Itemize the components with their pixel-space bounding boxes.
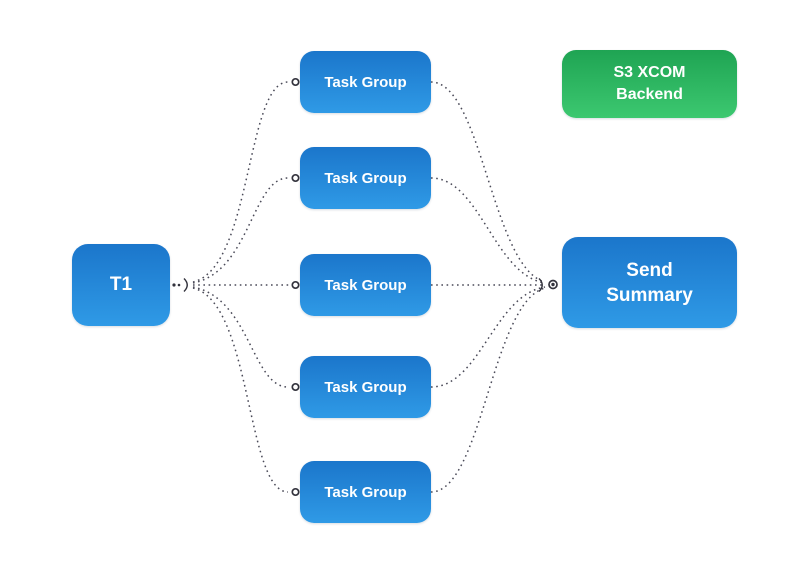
t1-output-arc: [183, 278, 188, 292]
edge-taskgroup-5-to-send-summary: [430, 287, 546, 493]
edge-taskgroup-4-to-send-summary: [430, 286, 546, 388]
node-task-group-label: Task Group: [324, 73, 407, 91]
node-task-group-3[interactable]: Task Group: [300, 254, 431, 316]
label-line-2: Backend: [616, 86, 683, 103]
node-s3-xcom-backend[interactable]: S3 XCOM Backend: [562, 50, 737, 118]
t1-output-dot: [172, 283, 176, 287]
send-summary-input-port: [548, 279, 558, 290]
taskgroup-3-input-port: [291, 280, 300, 290]
node-task-group-5[interactable]: Task Group: [300, 461, 431, 523]
t1-output-dot: [177, 283, 181, 287]
node-t1-label: T1: [109, 274, 133, 295]
edge-t1-to-taskgroup-5: [192, 287, 289, 493]
taskgroup-1-input-port: [291, 77, 300, 87]
send-summary-input-dot: [551, 282, 555, 287]
edge-t1-to-taskgroup-4: [192, 286, 289, 388]
taskgroup-5-input-port: [291, 487, 300, 497]
taskgroup-2-input-port: [291, 173, 300, 183]
node-task-group-label: Task Group: [324, 169, 407, 187]
node-task-group-4[interactable]: Task Group: [300, 356, 431, 418]
node-t1[interactable]: T1: [72, 244, 170, 326]
send-summary-input-arc: [538, 278, 543, 292]
taskgroup-4-input-port: [291, 382, 300, 392]
node-task-group-label: Task Group: [324, 276, 407, 294]
node-send-summary[interactable]: Send Summary: [562, 237, 737, 328]
edge-taskgroup-1-to-send-summary: [430, 81, 546, 283]
node-send-summary-label: Send Summary: [606, 258, 693, 308]
node-s3-xcom-backend-label: S3 XCOM Backend: [613, 62, 685, 106]
node-task-group-2[interactable]: Task Group: [300, 147, 431, 209]
node-task-group-label: Task Group: [324, 483, 407, 501]
label-line-1: S3 XCOM: [613, 64, 686, 81]
edge-t1-to-taskgroup-2: [192, 177, 289, 284]
node-task-group-1[interactable]: Task Group: [300, 51, 431, 113]
edge-t1-to-taskgroup-1: [192, 81, 289, 283]
edge-taskgroup-2-to-send-summary: [430, 177, 546, 284]
label-line-1: Send: [626, 259, 673, 281]
label-line-2: Summary: [606, 284, 693, 306]
node-task-group-label: Task Group: [324, 378, 407, 396]
